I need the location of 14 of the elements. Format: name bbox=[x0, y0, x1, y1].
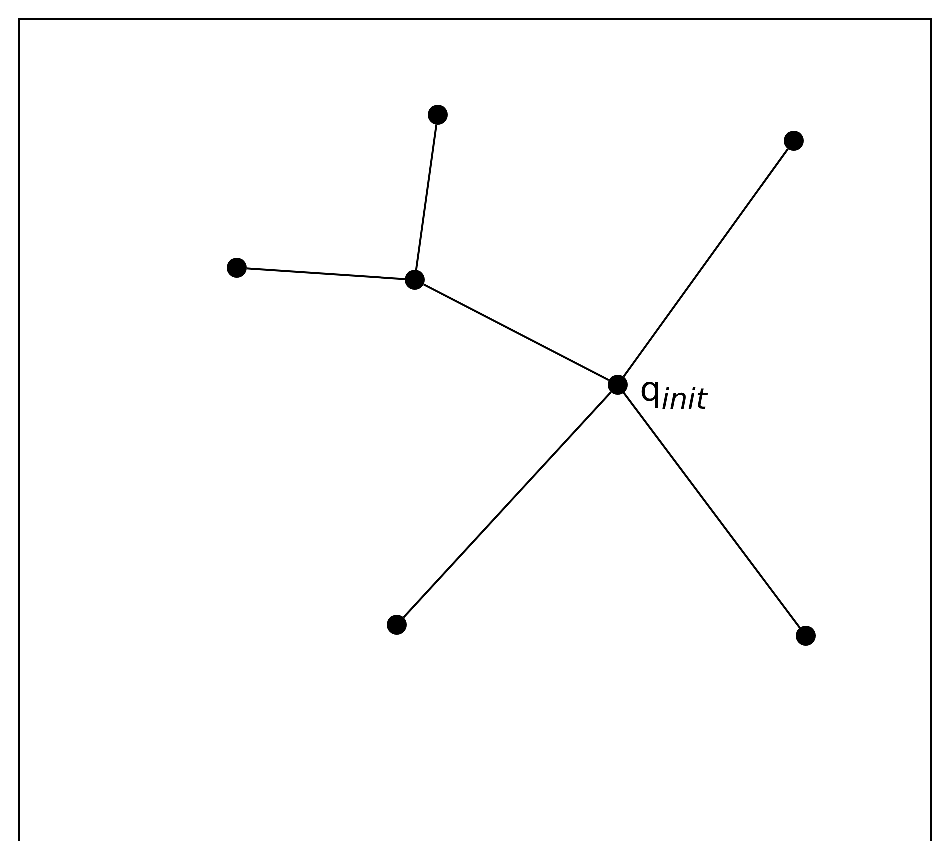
connector-line bbox=[415, 124, 438, 270]
vertex-dot bbox=[608, 375, 628, 395]
connector-line bbox=[403, 392, 612, 618]
vertex-dot bbox=[405, 270, 425, 290]
vertex-label: q$_{init}$ bbox=[640, 373, 708, 414]
vertex-dot bbox=[784, 131, 804, 151]
connector-line bbox=[623, 392, 801, 629]
connector-line bbox=[623, 148, 789, 378]
connector-line bbox=[423, 284, 610, 382]
vertex-dot bbox=[387, 615, 407, 635]
connector-line bbox=[246, 268, 406, 280]
vertex-dot bbox=[796, 626, 816, 646]
vertex-dot bbox=[428, 105, 448, 125]
vertex-dot bbox=[227, 258, 247, 278]
